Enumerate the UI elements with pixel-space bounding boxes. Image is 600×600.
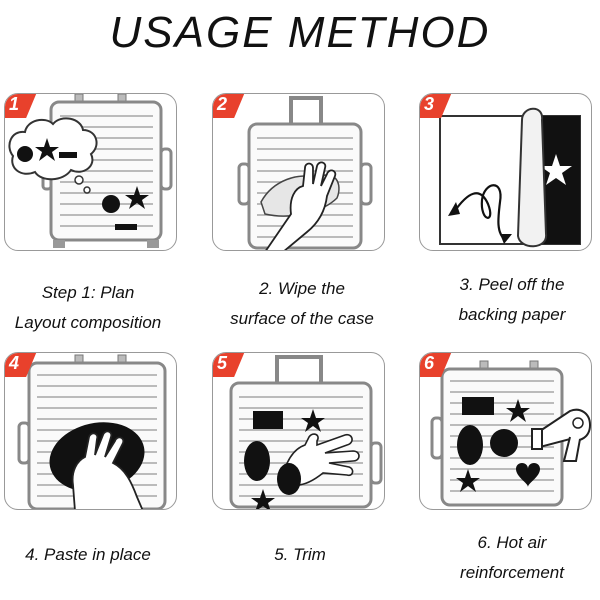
step-2-caption: 2. Wipe the surface of the case xyxy=(202,274,402,334)
step-3-panel: 3 xyxy=(419,93,592,251)
step-4-caption-line1: 4. Paste in place xyxy=(25,545,151,564)
step-5-illustration xyxy=(229,355,383,509)
step-1-panel: 1 xyxy=(4,93,177,251)
step-1-caption-line2: Layout composition xyxy=(14,313,162,332)
step-5-number: 5 xyxy=(217,353,228,373)
step-1-illustration xyxy=(8,94,173,248)
step-5-caption-line1: 5. Trim xyxy=(274,545,326,564)
step-4-number: 4 xyxy=(9,353,20,373)
step-3-caption-line1: 3. Peel off the xyxy=(459,275,565,294)
step-6-caption-line2: reinforcement xyxy=(460,563,564,582)
step-2-number: 2 xyxy=(217,94,228,114)
step-3-caption-line2: backing paper xyxy=(458,305,566,324)
step-6-number: 6 xyxy=(424,353,435,373)
step-2-caption-line2: surface of the case xyxy=(230,309,374,328)
step-1-caption: Step 1: Plan Layout composition xyxy=(0,278,188,338)
step-6-caption: 6. Hot air reinforcement xyxy=(412,528,600,588)
step-2-illustration xyxy=(237,96,373,250)
step-2-panel: 2 xyxy=(212,93,385,251)
step-6-panel: 6 xyxy=(419,352,592,510)
step-4-caption: 4. Paste in place xyxy=(0,540,188,570)
step-4-panel: 4 xyxy=(4,352,177,510)
step-5-panel: 5 xyxy=(212,352,385,510)
step-3-caption: 3. Peel off the backing paper xyxy=(412,270,600,330)
step-4-illustration xyxy=(17,354,167,509)
step-6-caption-line1: 6. Hot air xyxy=(477,533,547,552)
step-2-caption-line1: 2. Wipe the xyxy=(259,279,345,298)
page-title: USAGE METHOD xyxy=(109,8,491,57)
step-3-number: 3 xyxy=(424,94,435,114)
step-1-number: 1 xyxy=(9,94,20,114)
step-1-caption-line1: Step 1: Plan xyxy=(41,283,135,302)
step-3-illustration xyxy=(439,107,581,248)
step-6-illustration xyxy=(430,360,591,507)
step-5-caption: 5. Trim xyxy=(200,540,400,570)
